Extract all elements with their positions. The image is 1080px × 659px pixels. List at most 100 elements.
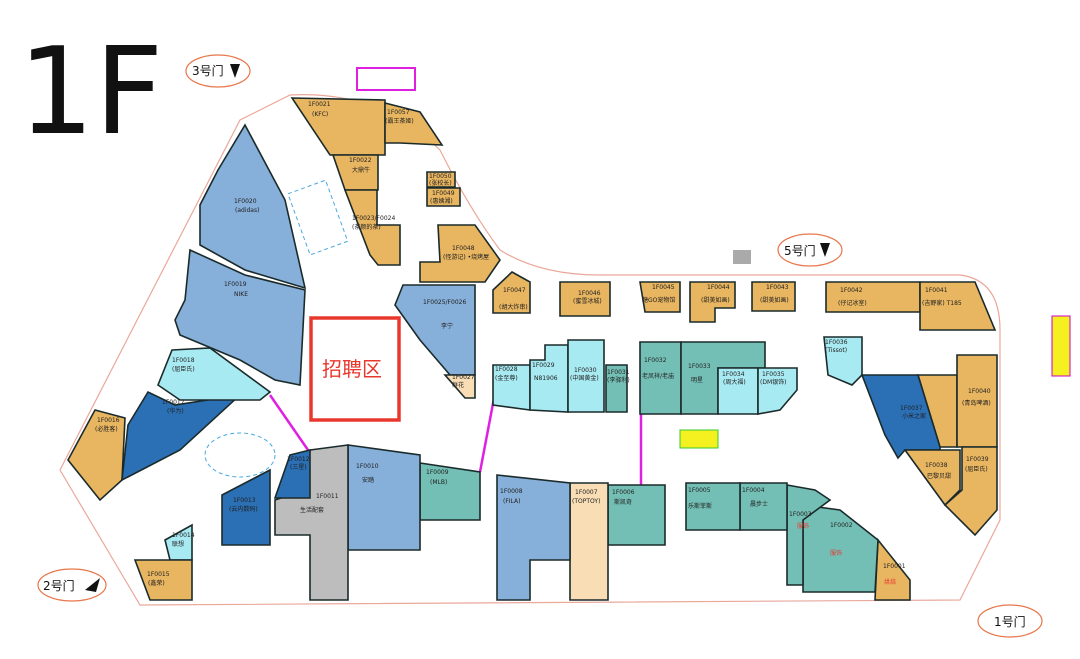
store-name: (鑫荣): [148, 579, 165, 587]
store-name: 明星: [691, 377, 703, 384]
store-1F0049[interactable]: [426, 187, 461, 207]
store-id: 1F0028: [495, 366, 518, 373]
store-id: 1F0046: [578, 290, 601, 297]
store-name: (甜美如画): [760, 296, 789, 304]
store-id: 1F0014: [172, 532, 195, 539]
store-name: (甜美如画): [701, 296, 730, 304]
store-1F0021[interactable]: [290, 97, 386, 156]
store-name: (张校长): [429, 179, 452, 187]
store-name: (FILA): [503, 498, 521, 505]
door-5-label: 5号门: [784, 243, 816, 258]
store-1F0047[interactable]: [492, 271, 531, 314]
store-id: 1F0008: [500, 488, 523, 495]
store-id: 1F0019: [224, 281, 247, 288]
store-1F0039[interactable]: [943, 446, 998, 537]
store-name: (中国黄金): [570, 374, 599, 382]
store-name: 烘焙: [884, 578, 896, 586]
store-name: 服饰: [797, 522, 809, 530]
store-1F0057[interactable]: [384, 101, 444, 146]
door-3-ring: [185, 54, 251, 88]
store-name: 李宁: [441, 322, 453, 330]
store-1F0041[interactable]: [919, 281, 997, 331]
store-1F0050[interactable]: [426, 171, 456, 188]
store-1F0027[interactable]: [443, 374, 476, 399]
store-name: 小米之家: [902, 412, 926, 420]
store-1F0046[interactable]: [559, 281, 611, 317]
store-id: 1F0029: [532, 362, 555, 369]
store-id: 1F0048: [452, 245, 475, 252]
store-name: (青岛啤酒): [962, 399, 991, 407]
store-id: 1F0002: [830, 522, 853, 529]
store-1F0048[interactable]: [419, 224, 501, 283]
store-1F0016[interactable]: [67, 409, 126, 502]
stairs-mark: [679, 429, 719, 449]
store-name: 老凤祥/老庙: [642, 372, 674, 380]
store-name: 服饰: [830, 549, 842, 557]
recruit-area-box: [309, 316, 401, 422]
door-5[interactable]: 5号门: [777, 233, 843, 267]
store-1F0005[interactable]: [685, 482, 741, 531]
store-1F0043[interactable]: [751, 281, 796, 312]
store-id: 1F0038: [925, 462, 948, 469]
store-id: 1F0009: [426, 469, 449, 476]
store-1F0019[interactable]: [174, 248, 306, 386]
store-id: 1F0018: [172, 357, 195, 364]
store-1F0010[interactable]: [347, 444, 421, 551]
store-id: 1F0039: [966, 456, 989, 463]
door-2[interactable]: 2号门: [37, 568, 107, 602]
store-1F0030[interactable]: [567, 339, 605, 413]
store-1F0003[interactable]: [786, 484, 832, 586]
stairs-mark-right: [1051, 315, 1071, 377]
door-1[interactable]: 1号门: [977, 604, 1043, 638]
store-id: 1F0049: [432, 190, 455, 197]
store-name: 斯凯奇: [614, 498, 632, 506]
store-name: 糖GO宠物馆: [642, 296, 675, 304]
store-id: 1F0011: [316, 493, 339, 500]
store-1F0023[interactable]: [343, 189, 401, 266]
store-1F0038[interactable]: [903, 449, 961, 507]
store-name: (华为): [167, 407, 184, 415]
store-id: 1F0007: [575, 489, 598, 496]
door-3[interactable]: 3号门: [185, 54, 251, 88]
store-1F0007[interactable]: [569, 482, 609, 601]
store-name: (三星): [290, 464, 307, 471]
store-1F0044[interactable]: [689, 281, 736, 323]
store-name: (胡大炸串): [499, 303, 528, 311]
store-1F0031[interactable]: [605, 364, 628, 413]
store-id: 1F0043: [766, 284, 789, 291]
store-1F0020[interactable]: [199, 123, 307, 290]
store-1F0035[interactable]: [757, 367, 798, 415]
store-1F0036[interactable]: [823, 336, 863, 386]
store-name: 安踏: [362, 476, 374, 484]
store-1F0015[interactable]: [133, 559, 193, 601]
store-name: (仔记冰室): [838, 299, 867, 307]
store-name: (屈臣氏): [965, 465, 988, 473]
store-1F0008[interactable]: [496, 474, 571, 601]
store-name: (周大福): [723, 378, 746, 386]
store-name: (茶颜的茶): [352, 223, 381, 231]
store-id: 1F0040: [968, 388, 991, 395]
store-name: (MLB): [430, 479, 447, 486]
arrow-down-icon: [230, 64, 240, 78]
store-id: 1F0021: [308, 101, 331, 108]
store-1F0012[interactable]: [273, 448, 311, 499]
recruit-area-label: 招聘区: [322, 357, 382, 381]
store-name: 生活配套: [300, 506, 324, 514]
store-id: 1F0022: [349, 157, 372, 164]
recruit-area[interactable]: 招聘区: [309, 316, 401, 422]
store-name: (必胜客): [95, 425, 118, 433]
store-id: 1F0015: [147, 571, 170, 578]
store-1F0045[interactable]: [639, 281, 681, 313]
store-id: 1F0035: [762, 371, 785, 378]
store-name: (金至尊): [495, 374, 518, 382]
store-id: 1F0041: [925, 287, 948, 294]
store-name: (adidas): [235, 207, 259, 214]
store-1F0022[interactable]: [331, 154, 379, 191]
store-id: 1F0045: [652, 284, 675, 291]
store-id: 1F0020: [234, 198, 257, 205]
store-id: 1F0012: [287, 456, 310, 463]
arrow-icon: [85, 578, 100, 592]
store-1F0013[interactable]: [221, 468, 271, 546]
arrow-down-icon: [820, 243, 830, 257]
